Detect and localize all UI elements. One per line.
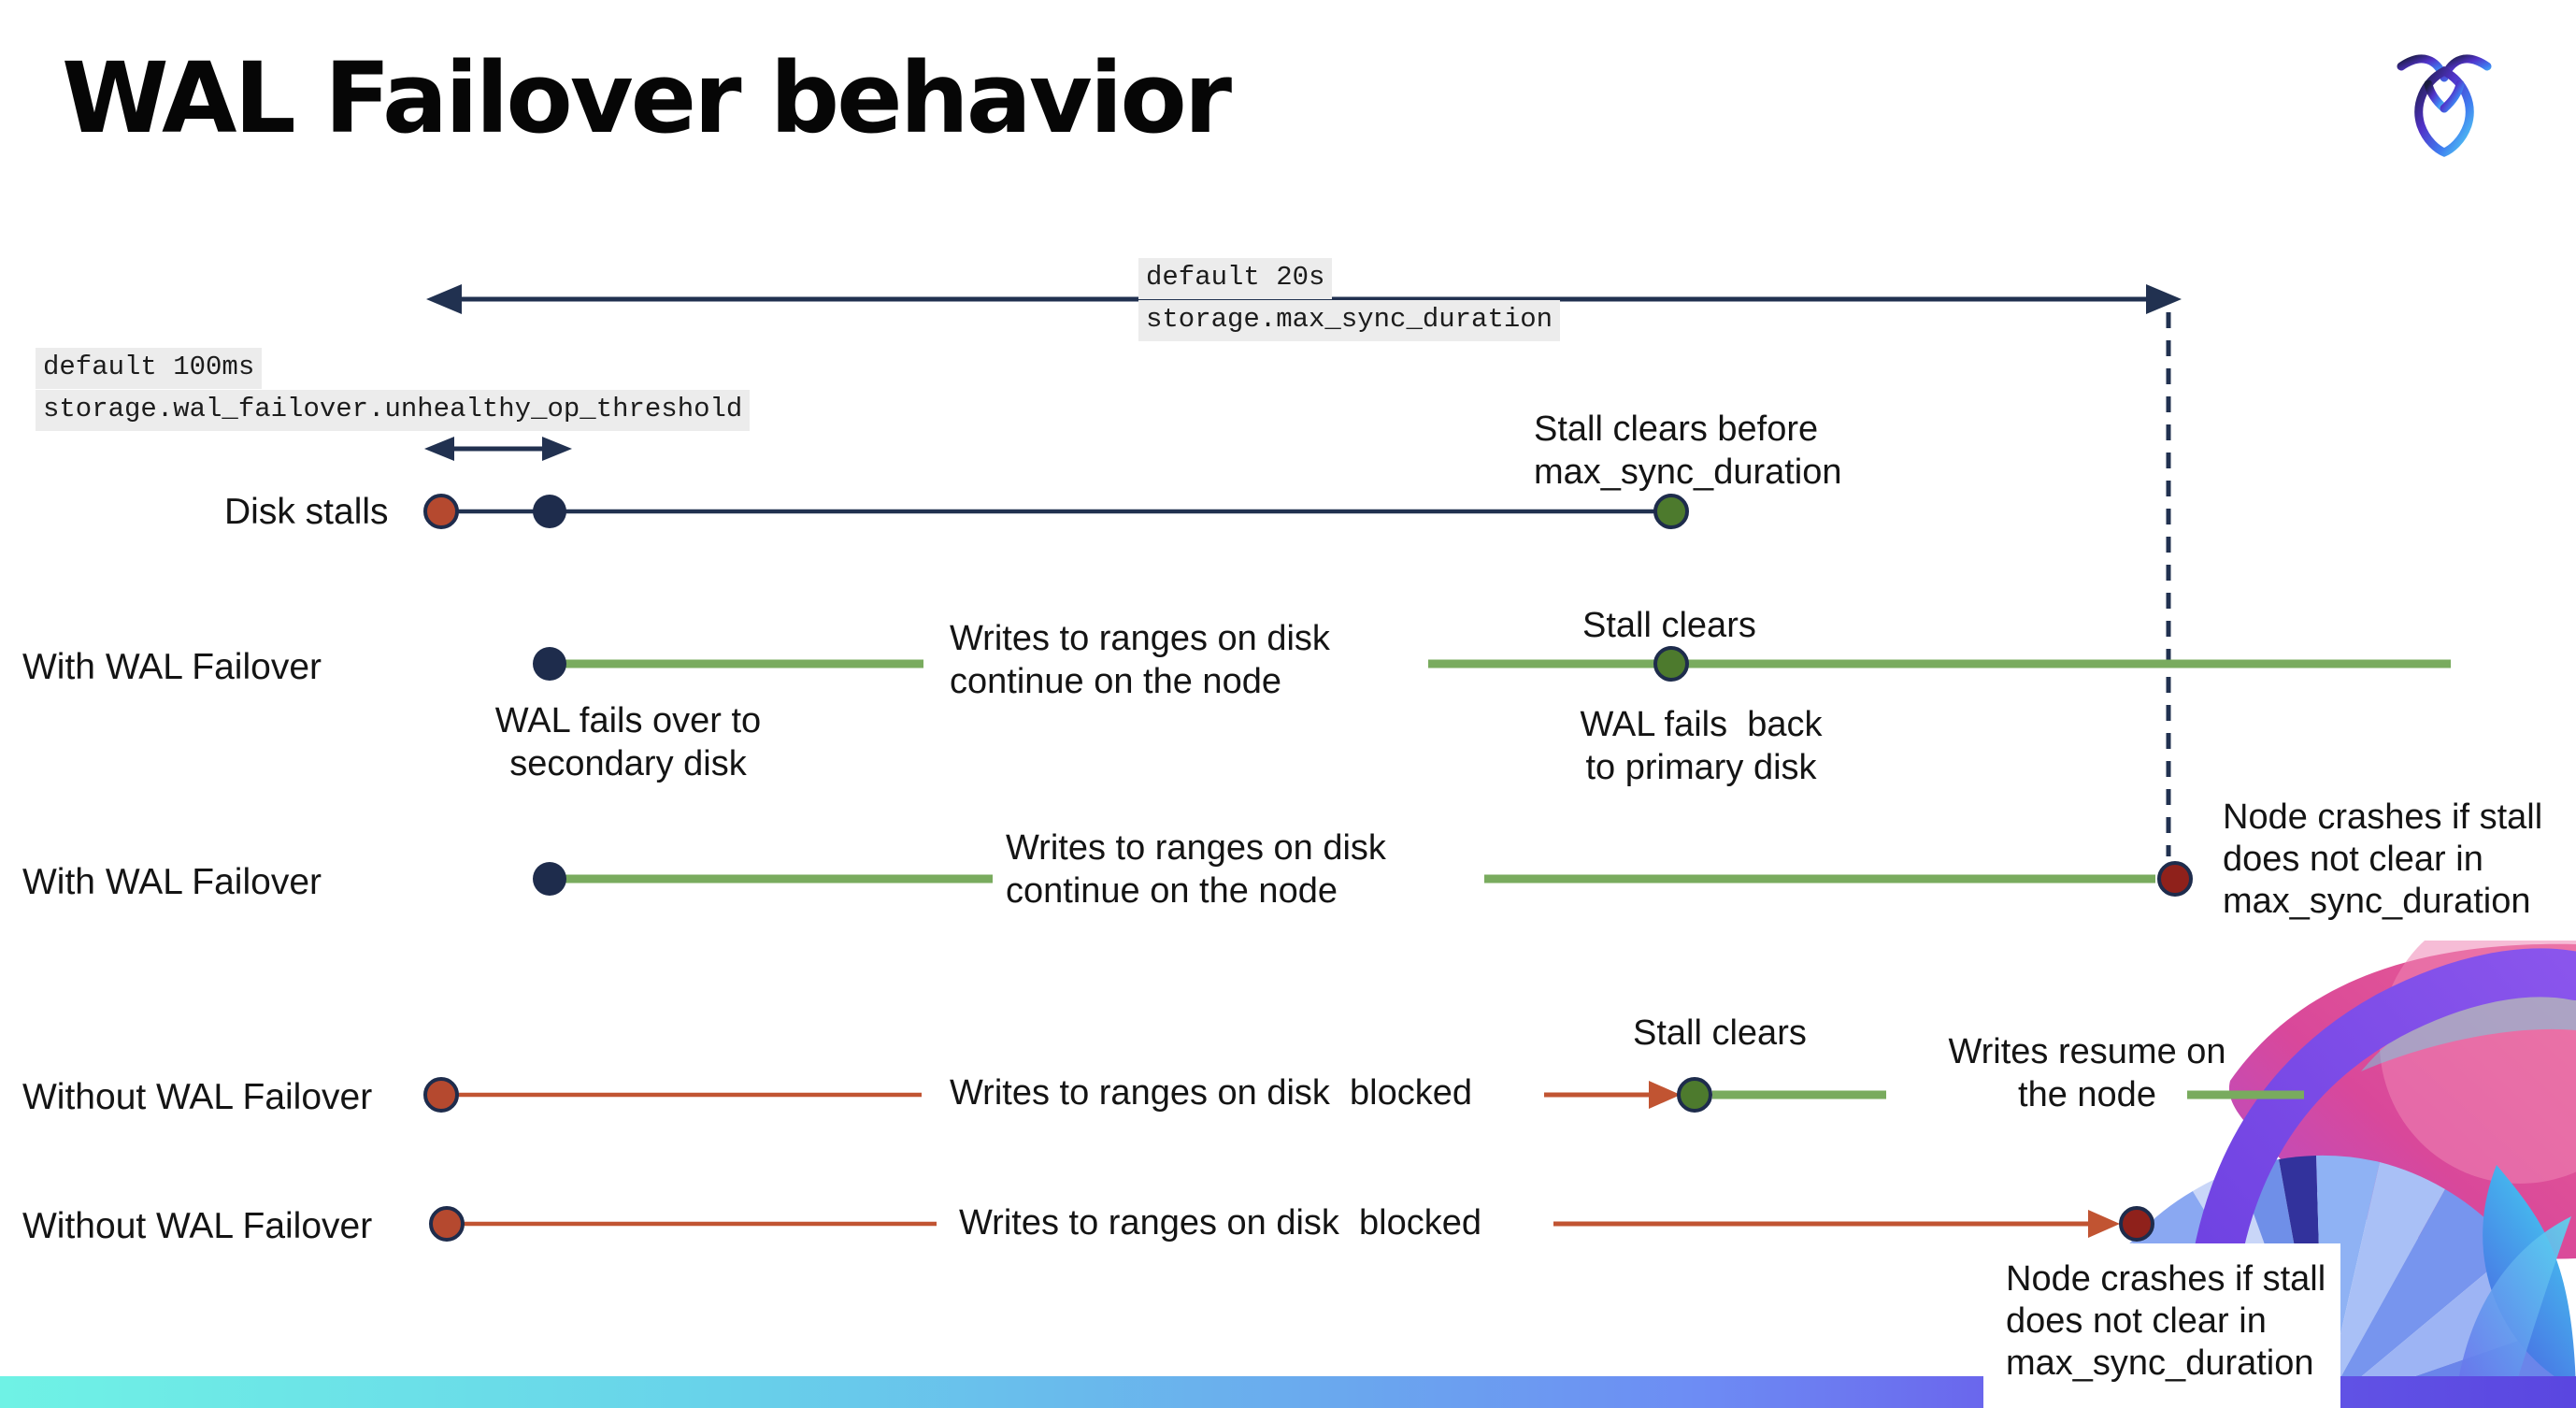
note-stall-clears-1: Stall clears [1582,606,1756,645]
with-wal-2-timeline [533,861,2193,897]
threshold-default-value: default 100ms [36,348,263,389]
page-title: WAL Failover behavior [62,41,1232,155]
cockroachdb-logo-icon [2397,54,2492,157]
note-stall-clears-2: Stall clears [1633,1013,1807,1053]
threshold-arrow [424,437,572,461]
note-writes-resume: Writes resume on the node [1948,1032,2226,1114]
note-writes-blocked-1: Writes to ranges on disk blocked [950,1073,1473,1113]
max-sync-default-value: default 20s [1138,258,1333,299]
max-sync-config-label: default 20s storage.max_sync_duration [1138,258,1561,342]
row-label-with-wal-2: With WAL Failover [22,862,322,902]
row-label-without-wal-1: Without WAL Failover [22,1077,373,1117]
note-stall-clears-before: Stall clears before max_sync_duration [1534,409,1842,492]
without-wal-2-timeline [429,1206,2154,1242]
note-writes-blocked-2: Writes to ranges on disk blocked [959,1203,1482,1243]
note-node-crashes-with-wal: Node crashes if stall does not clear in … [2223,797,2543,921]
with-wal-1-timeline [533,646,2451,682]
row-label-without-wal-2: Without WAL Failover [22,1206,373,1246]
disk-stalls-timeline [423,494,1689,529]
max-sync-setting-name: storage.max_sync_duration [1138,300,1561,341]
note-wal-fails-back: WAL fails back to primary disk [1580,705,1823,787]
row-label-with-wal-1: With WAL Failover [22,647,322,687]
crash-note-without-wal: Node crashes if stall does not clear in … [2006,1259,2326,1383]
crash-callout-box: Node crashes if stall does not clear in … [1983,1243,2340,1408]
note-wal-fails-over: WAL fails over to secondary disk [494,701,762,783]
without-wal-1-timeline [423,1077,2304,1113]
note-writes-continue-1: Writes to ranges on disk continue on the… [950,619,1330,701]
note-writes-continue-2: Writes to ranges on disk continue on the… [1006,828,1386,911]
max-sync-duration-arrow [426,284,2182,314]
row-label-disk-stalls: Disk stalls [224,492,389,532]
threshold-config-label: default 100ms storage.wal_failover.unhea… [36,348,751,432]
threshold-setting-name: storage.wal_failover.unhealthy_op_thresh… [36,390,751,431]
